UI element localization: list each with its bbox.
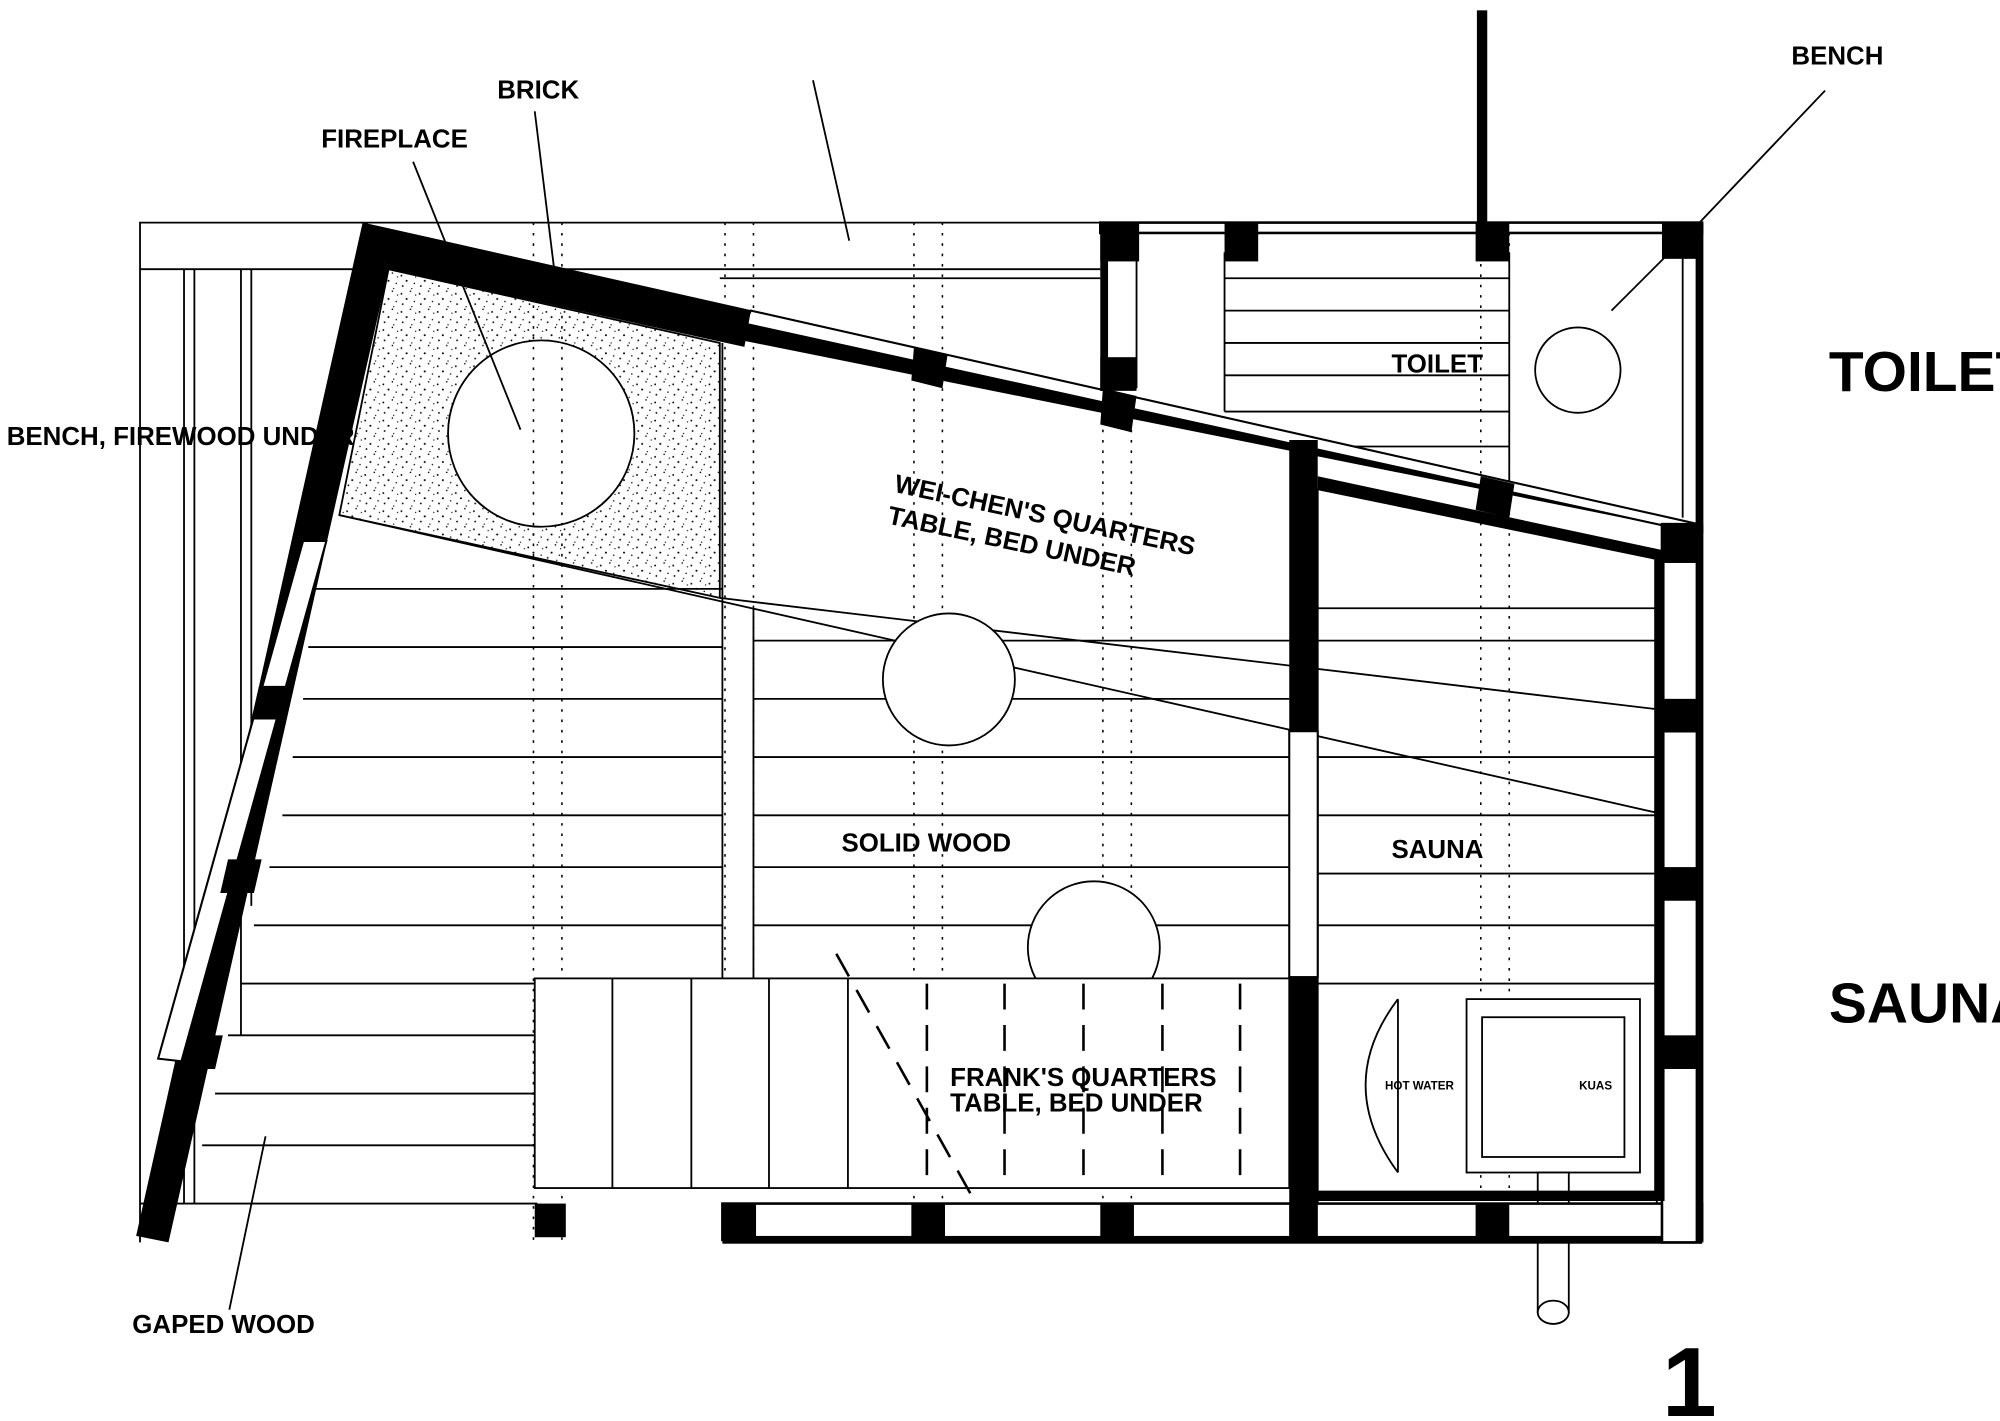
sauna-heading: SAUNA (1829, 971, 2000, 1035)
bench-label: BENCH (1791, 43, 1883, 71)
frank-quarters-label: FRANK'S QUARTERS (950, 1064, 1216, 1092)
weichen-table-circle (881, 612, 1016, 747)
walls (136, 222, 1704, 1244)
hot-water-tub (1364, 998, 1399, 1174)
gaped-wood-label: GAPED WOOD (132, 1311, 315, 1339)
leader-lines (228, 80, 1826, 1310)
stove-box (1465, 998, 1641, 1174)
bed-frame (533, 953, 1291, 1205)
floor-boards-left (202, 587, 723, 1147)
toilet-room-label: TOILET (1391, 351, 1483, 379)
solid-wood-label: SOLID WOOD (841, 830, 1011, 858)
frank-table-label: TABLE, BED UNDER (950, 1090, 1203, 1118)
toilet-bowl (1534, 326, 1622, 414)
floor-boards-middle (721, 342, 1290, 984)
kuas-label: KUAS (1579, 1080, 1612, 1093)
fireplace-circle (447, 339, 636, 528)
toilet-block (1099, 10, 1704, 518)
fireplace-label: FIREPLACE (321, 126, 468, 154)
sheet-number: 1 (1662, 1327, 1717, 1421)
sauna-room-label: SAUNA (1391, 836, 1483, 864)
toilet-heading: TOILET (1829, 340, 2000, 404)
hot-water-label: HOT WATER (1385, 1080, 1454, 1093)
brick-label: BRICK (497, 76, 579, 104)
deck-outline (139, 221, 1101, 1243)
bench-firewood-label: BENCH, FIREWOOD UNDER (7, 423, 355, 451)
